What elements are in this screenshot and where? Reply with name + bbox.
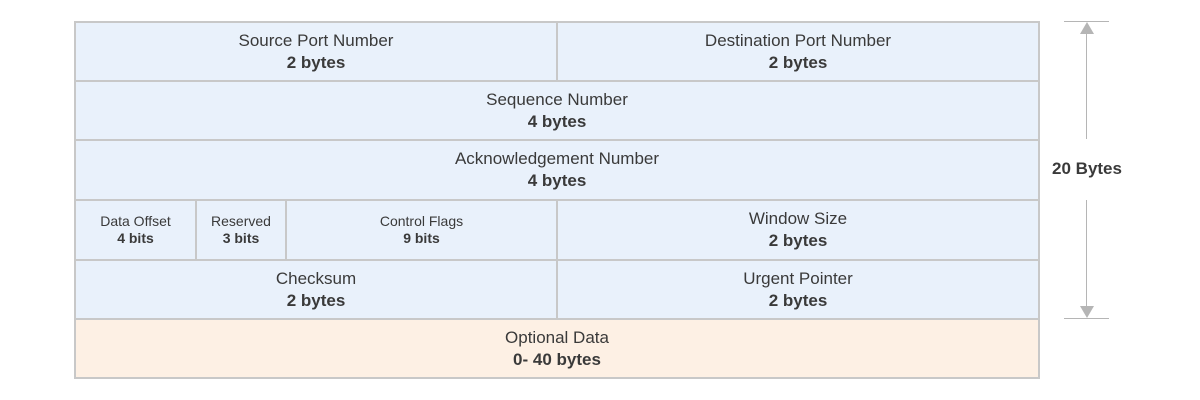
sequence-number-field: Sequence Number 4 bytes	[74, 80, 1040, 141]
destination-port-field: Destination Port Number 2 bytes	[556, 21, 1040, 82]
field-name: Control Flags	[379, 213, 464, 229]
field-name: Destination Port Number	[704, 30, 892, 50]
optional-data-field: Optional Data 0- 40 bytes	[74, 318, 1040, 379]
field-name: Urgent Pointer	[743, 268, 853, 288]
dimension-down-arrowhead	[1080, 306, 1094, 318]
field-name: Optional Data	[505, 327, 609, 347]
field-name: Source Port Number	[238, 30, 394, 50]
field-size: 2 bytes	[768, 231, 828, 250]
field-name: Checksum	[275, 268, 357, 288]
control-flags-field: Control Flags 9 bits	[285, 199, 558, 261]
field-name: Sequence Number	[486, 89, 628, 109]
field-size: 3 bits	[222, 230, 260, 246]
urgent-pointer-field: Urgent Pointer 2 bytes	[556, 259, 1040, 320]
checksum-field: Checksum 2 bytes	[74, 259, 558, 320]
field-size: 2 bytes	[768, 290, 828, 310]
field-size: 4 bytes	[527, 111, 587, 131]
field-name: Window Size	[748, 209, 848, 228]
dimension-top-tick	[1064, 21, 1109, 22]
dimension-line-lower	[1086, 200, 1087, 307]
dimension-bottom-tick	[1064, 318, 1109, 319]
header-total-label: 20 Bytes	[1052, 159, 1122, 178]
field-size: 2 bytes	[286, 52, 346, 72]
field-size: 4 bytes	[527, 171, 587, 190]
field-name: Data Offset	[100, 213, 171, 229]
field-name: Acknowledgement Number	[454, 149, 660, 168]
window-size-field: Window Size 2 bytes	[556, 199, 1040, 261]
field-size: 2 bytes	[768, 52, 828, 72]
data-offset-field: Data Offset 4 bits	[74, 199, 197, 261]
field-size: 9 bits	[403, 230, 440, 246]
field-size: 2 bytes	[286, 290, 346, 310]
field-name: Reserved	[211, 213, 271, 229]
acknowledgement-number-field: Acknowledgement Number 4 bytes	[74, 139, 1040, 201]
field-size: 4 bits	[117, 230, 154, 246]
source-port-field: Source Port Number 2 bytes	[74, 21, 558, 82]
field-size: 0- 40 bytes	[513, 349, 601, 369]
dimension-line-upper	[1086, 32, 1087, 139]
dimension-up-arrowhead	[1080, 22, 1094, 34]
reserved-field: Reserved 3 bits	[195, 199, 287, 261]
